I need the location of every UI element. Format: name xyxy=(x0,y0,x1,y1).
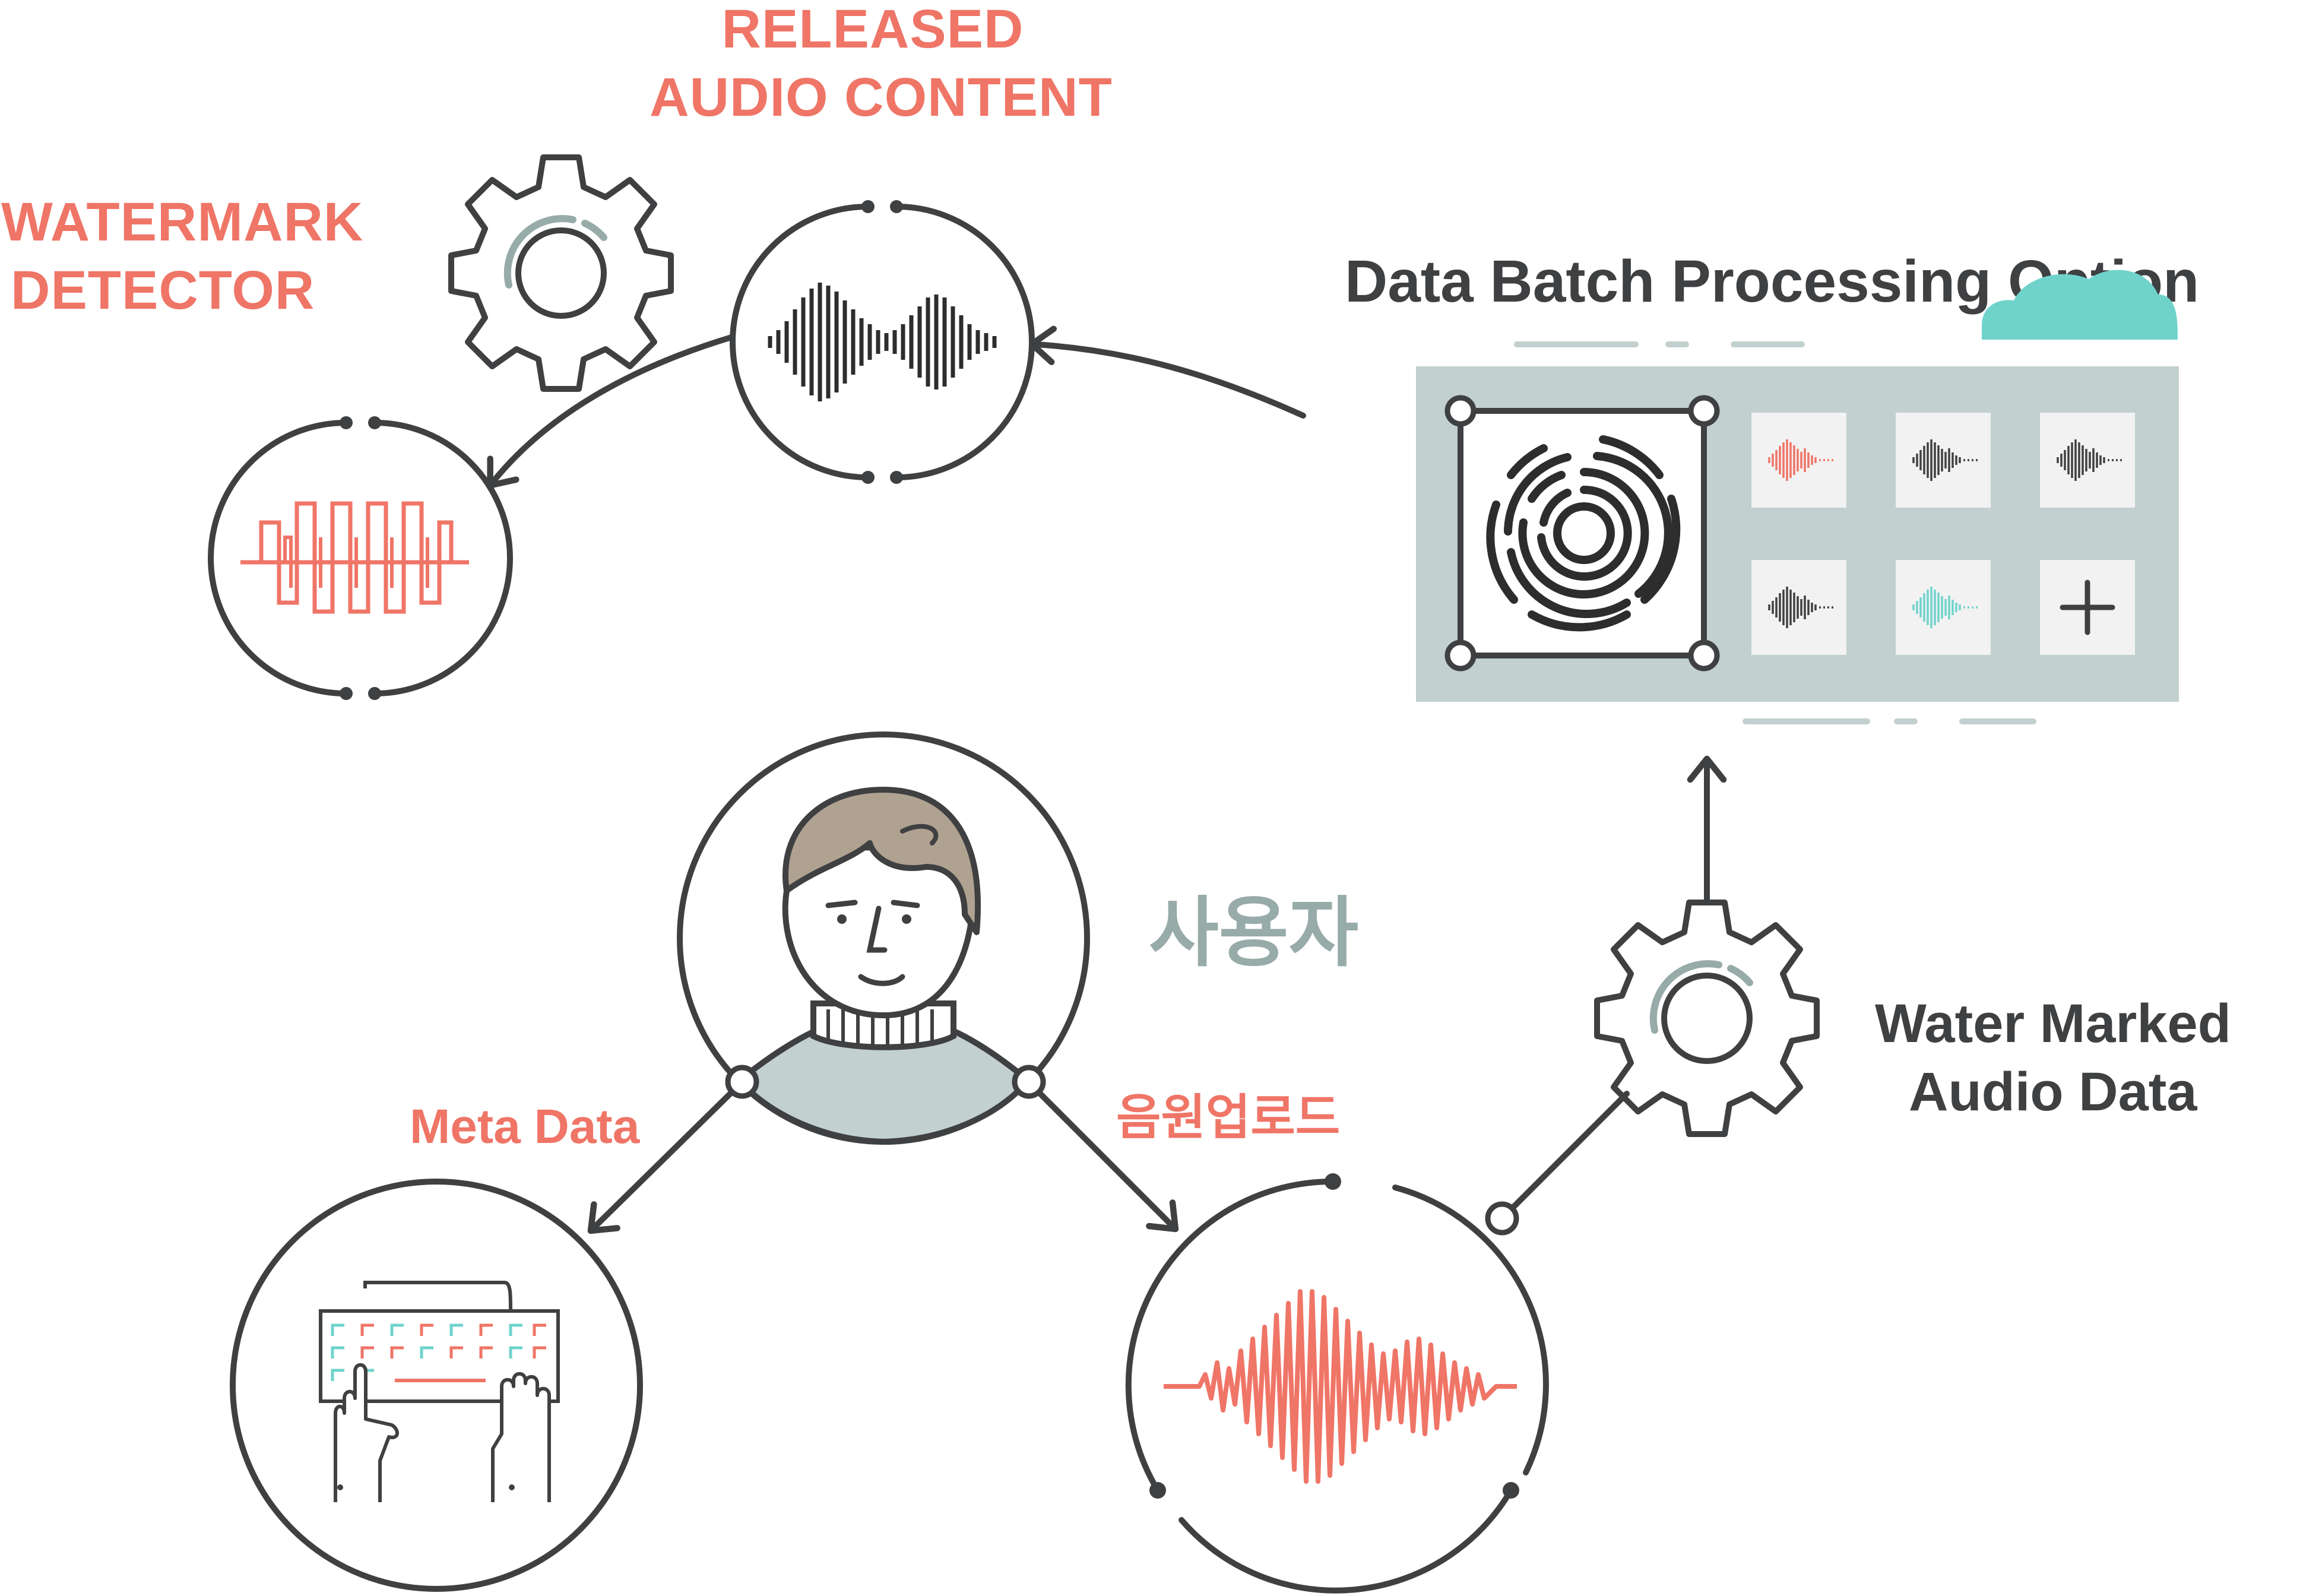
meta-data-label: Meta Data xyxy=(410,1100,641,1154)
hair xyxy=(782,787,981,935)
connector-dot xyxy=(1485,1201,1519,1236)
connector-dot xyxy=(725,1065,759,1099)
released-audio-circle xyxy=(730,200,1035,484)
user-label: 사용자 xyxy=(1149,891,1358,976)
resize-handle[interactable] xyxy=(1688,639,1720,672)
waveform-icon xyxy=(1912,587,1979,628)
gear-icon xyxy=(448,154,674,392)
waveform-icon xyxy=(1768,439,1835,481)
batch-panel xyxy=(1416,270,2179,724)
connector-dot xyxy=(1012,1065,1046,1099)
waveform-icon xyxy=(768,283,997,401)
waveform-icon xyxy=(2057,439,2123,481)
square-wave-icon xyxy=(240,501,469,614)
connector-line xyxy=(1510,1091,1630,1211)
waveform-icon xyxy=(1768,587,1835,628)
waveform-icon xyxy=(1164,1289,1517,1484)
batch-tile[interactable] xyxy=(1751,413,1846,508)
keyboard-circle xyxy=(230,1179,643,1592)
watermark-detector-line1: WATERMARK xyxy=(1,192,363,252)
released-label-line1: RELEASED xyxy=(722,0,1024,59)
batch-tile[interactable] xyxy=(2040,413,2135,508)
user-avatar xyxy=(677,732,1090,1145)
batch-tile[interactable] xyxy=(1751,560,1846,655)
upload-label: 음원업로드 xyxy=(1116,1091,1340,1145)
batch-tile[interactable] xyxy=(1896,560,1991,655)
released-label-line2: AUDIO CONTENT xyxy=(650,67,1113,128)
plus-icon[interactable] xyxy=(2060,580,2115,635)
arrow-to-released xyxy=(1028,325,1306,419)
water-marked-label: Water Marked Audio Data xyxy=(1875,993,2231,1122)
waveform-icon xyxy=(1912,439,1979,481)
watermark-detector-circle xyxy=(208,416,513,700)
deco-lines xyxy=(1514,341,2036,724)
tile-grid xyxy=(1751,413,2135,655)
gear-icon xyxy=(1594,900,1820,1137)
released-audio-label: RELEASED AUDIO CONTENT xyxy=(650,0,1113,128)
batch-tile[interactable] xyxy=(1896,413,1991,508)
resize-handle[interactable] xyxy=(1444,395,1477,427)
arrow-to-keyboard xyxy=(587,1090,734,1234)
arrow-to-detector xyxy=(487,334,734,489)
upload-circle xyxy=(1125,1173,1549,1594)
resize-handle[interactable] xyxy=(1688,395,1720,427)
resize-handle[interactable] xyxy=(1444,639,1477,672)
keyboard-icon xyxy=(319,1281,560,1502)
cloud-icon xyxy=(1982,270,2178,340)
water-marked-line1: Water Marked xyxy=(1875,993,2231,1054)
watermark-detector-line2: DETECTOR xyxy=(11,260,315,321)
batch-tile[interactable] xyxy=(2040,560,2135,655)
fingerprint-icon xyxy=(1486,435,1681,632)
watermark-detector-label: WATERMARK DETECTOR xyxy=(1,192,363,321)
arrow-to-upload xyxy=(1036,1090,1179,1233)
water-marked-line2: Audio Data xyxy=(1909,1062,2197,1122)
